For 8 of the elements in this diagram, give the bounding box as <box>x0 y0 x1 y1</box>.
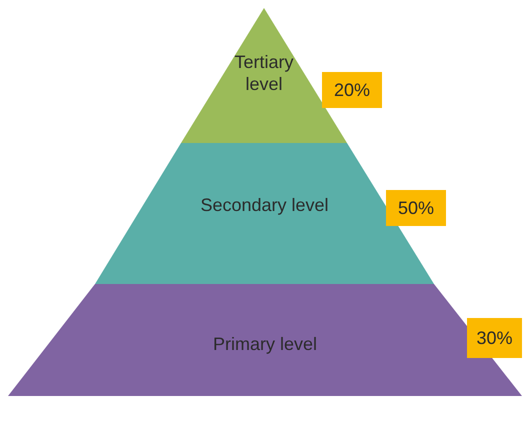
level-label: Tertiary level <box>233 51 294 95</box>
percentage-badge: 50% <box>386 190 446 226</box>
level-label: Secondary level <box>199 194 330 216</box>
percentage-badge: 30% <box>467 318 522 358</box>
percentage-badge: 20% <box>322 72 382 108</box>
level-label: Primary level <box>212 333 318 355</box>
pyramid-band <box>8 284 522 396</box>
pyramid-band <box>95 143 434 284</box>
